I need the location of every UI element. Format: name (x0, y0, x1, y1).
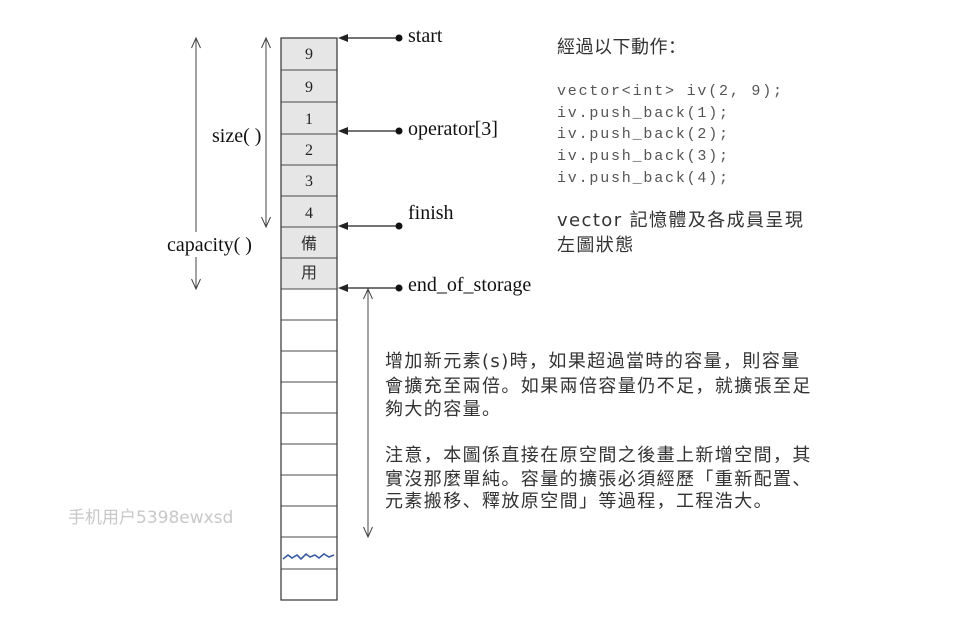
capacity-arrow-head-bottom (191, 278, 201, 291)
cell-value: 2 (305, 142, 313, 159)
start-pointer-arrowhead (338, 34, 348, 42)
end-of-storage-pointer-dot (395, 284, 403, 292)
note-line: 注意，本圖係直接在原空間之後畫上新增空間，其 (385, 445, 812, 466)
used-cell (281, 134, 337, 165)
break-wave-line (282, 552, 335, 561)
start-pointer-dot (395, 34, 403, 42)
size-arrow-head-top (261, 36, 271, 49)
note-line: 會擴充至兩倍。如果兩倍容量仍不足，就擴張至足 (385, 376, 812, 397)
cell-value: 1 (305, 111, 313, 128)
capacity-label-backdrop (164, 232, 259, 257)
cell-value: 備 (301, 234, 317, 253)
spare-cell (281, 227, 337, 258)
growth-arrow-head-bottom (363, 526, 373, 539)
code-line: iv.push_back(1); (557, 105, 730, 122)
end-of-storage-label: end_of_storage (408, 274, 531, 296)
used-cell (281, 38, 337, 70)
cell-value: 3 (305, 173, 313, 190)
end-of-storage-pointer: end_of_storage (338, 274, 531, 296)
operator-pointer-dot (395, 127, 403, 135)
growth-note: 增加新元素(s)時，如果超過當時的容量，則容量 會擴充至兩倍。如果兩倍容量仍不足… (385, 351, 812, 420)
note-line: 夠大的容量。 (385, 399, 501, 420)
spare-cell (281, 258, 337, 289)
memory-column: 9 9 1 2 3 4 備 用 (280, 37, 338, 601)
used-cell (281, 165, 337, 196)
code-line: iv.push_back(3); (557, 148, 730, 165)
start-pointer: start (338, 25, 443, 47)
finish-pointer-arrowhead (338, 222, 348, 230)
cell-value: 4 (305, 205, 313, 222)
size-label: size( ) (212, 125, 261, 147)
watermark: 手机用户5398ewxsd (68, 508, 233, 528)
note-line: 元素搬移、釋放原空間」等過程，工程浩大。 (385, 491, 773, 512)
explanation-caption: 左圖狀態 (557, 235, 635, 256)
finish-pointer: finish (338, 202, 454, 230)
finish-label: finish (408, 202, 454, 224)
size-arrow-head-bottom (261, 216, 271, 229)
capacity-label: capacity( ) (167, 234, 252, 256)
operator-label: operator[3] (408, 118, 498, 140)
cell-value: 9 (305, 46, 313, 63)
operator-pointer-arrowhead (338, 127, 348, 135)
growth-arrow-head-top (363, 287, 373, 300)
caveat-note: 注意，本圖係直接在原空間之後畫上新增空間，其 實沒那麼單純。容量的擴張必須經歷「… (385, 445, 812, 512)
start-label: start (408, 25, 443, 47)
cell-value: 9 (305, 79, 313, 96)
used-cell (281, 196, 337, 227)
code-line: vector<int> iv(2, 9); (557, 83, 784, 100)
size-arrow (261, 36, 271, 229)
growth-arrow (363, 287, 373, 539)
used-cell (281, 70, 337, 102)
operator-pointer: operator[3] (338, 118, 498, 140)
capacity-arrow-head-top (191, 36, 201, 49)
cell-value: 用 (301, 263, 317, 282)
note-line: 實沒那麼單純。容量的擴張必須經歷「重新配置、 (385, 469, 812, 490)
finish-pointer-dot (395, 222, 403, 230)
explanation-block: 經過以下動作： vector<int> iv(2, 9); iv.push_ba… (557, 37, 804, 256)
used-cell (281, 102, 337, 134)
code-line: iv.push_back(4); (557, 170, 730, 187)
explanation-heading: 經過以下動作： (557, 37, 687, 58)
code-line: iv.push_back(2); (557, 126, 730, 143)
end-of-storage-pointer-arrowhead (338, 284, 348, 292)
note-line: 增加新元素(s)時，如果超過當時的容量，則容量 (385, 351, 801, 372)
column-border (280, 37, 338, 601)
explanation-caption: vector 記憶體及各成員呈現 (557, 210, 804, 231)
